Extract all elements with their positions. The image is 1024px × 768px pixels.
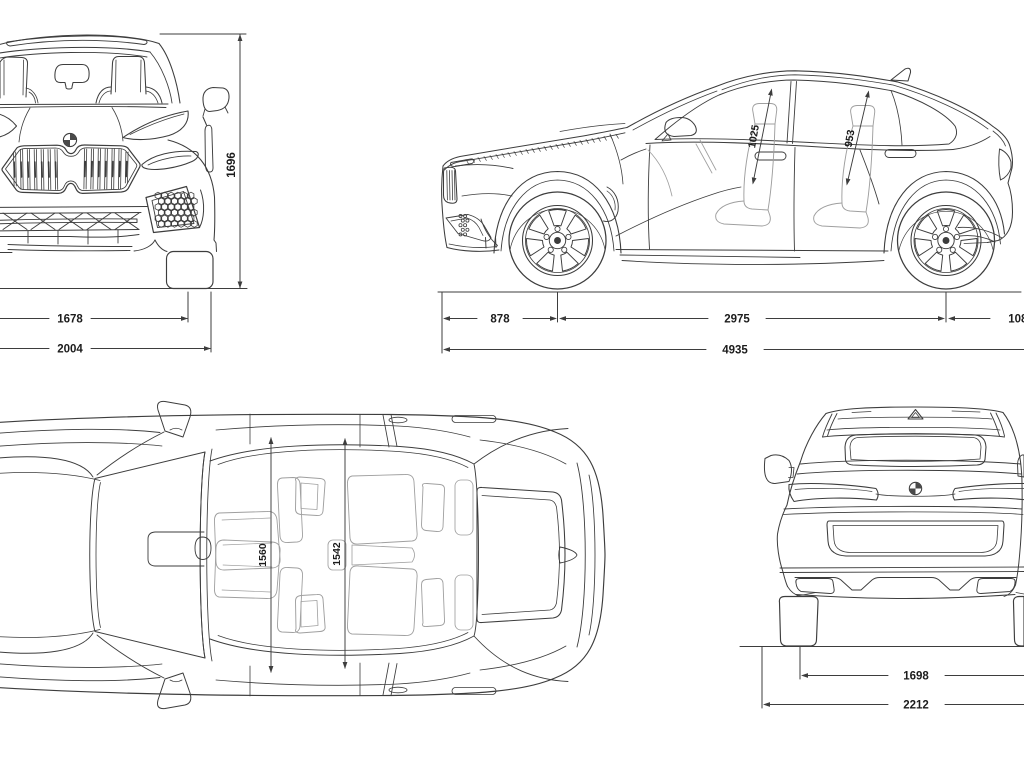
svg-text:1696: 1696 [226,152,238,178]
svg-text:2212: 2212 [903,700,929,712]
svg-text:1560: 1560 [257,543,269,567]
svg-text:1678: 1678 [57,314,83,326]
svg-text:2975: 2975 [724,314,750,326]
svg-text:953: 953 [843,129,858,148]
svg-text:2004: 2004 [57,344,83,356]
svg-text:4935: 4935 [722,345,748,357]
svg-text:1698: 1698 [903,671,929,683]
svg-text:1082: 1082 [1008,314,1024,326]
svg-text:1025: 1025 [746,124,762,149]
svg-text:1542: 1542 [331,542,343,566]
svg-text:878: 878 [490,314,510,326]
